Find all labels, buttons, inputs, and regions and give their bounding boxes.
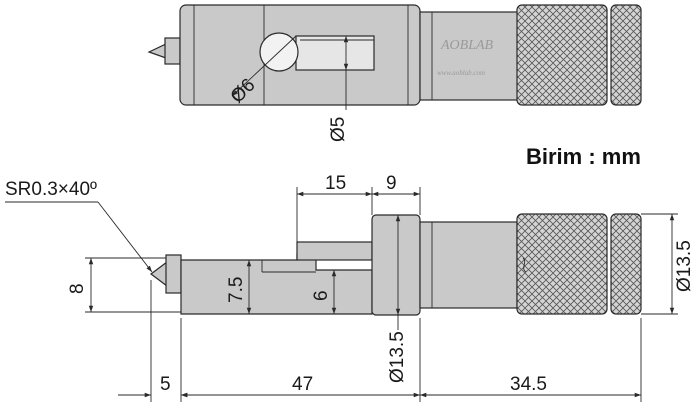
side-height-tip-label: 8 [67, 283, 88, 294]
side-body-diameter-label: Ø13.5 [387, 331, 408, 383]
top-slot [295, 35, 375, 71]
side-length-body-label: 47 [292, 374, 313, 395]
top-tip [147, 43, 167, 59]
top-view: Ø6 Ø5 AOBLAB www.aoblab.com [147, 4, 642, 142]
side-upper-block [296, 241, 373, 261]
side-ratchet [610, 213, 642, 315]
unit-label: Birim : mm [526, 144, 641, 169]
side-stepped-body [180, 253, 373, 315]
side-view: SR0.3×40º 8 7.5 6 15 9 Ø13.5 Ø13.5 [5, 173, 695, 402]
top-thimble [516, 4, 608, 106]
side-tip [150, 260, 168, 288]
side-height-step-label: 7.5 [226, 277, 247, 303]
side-length-tip-label: 5 [160, 374, 171, 395]
top-slot-width-label: Ø5 [328, 117, 349, 142]
watermark-brand: AOBLAB [440, 38, 494, 53]
top-ratchet [610, 4, 642, 106]
side-length-9-label: 9 [386, 173, 397, 194]
side-thimble [516, 213, 608, 315]
side-main-body [371, 214, 421, 316]
side-sleeve [419, 221, 518, 309]
side-height-slot-label: 6 [311, 290, 332, 301]
top-sleeve [419, 11, 519, 101]
side-length-15-label: 15 [325, 173, 346, 194]
watermark-site: www.aoblab.com [437, 69, 485, 77]
tip-spec-label: SR0.3×40º [5, 179, 97, 200]
side-length-thimble-label: 34.5 [510, 374, 547, 395]
top-tip-neck [164, 37, 181, 65]
side-thimble-diameter-label: Ø13.5 [674, 240, 695, 292]
side-tip-neck [165, 254, 182, 294]
